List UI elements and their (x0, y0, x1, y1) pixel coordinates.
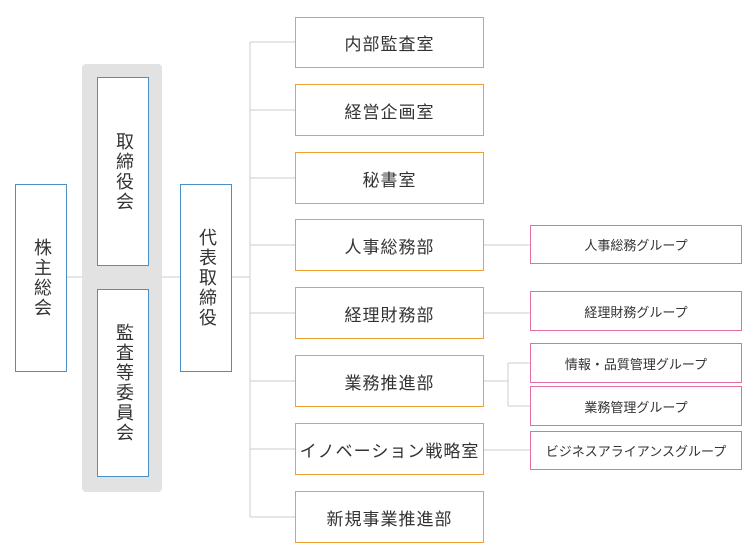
group-business-management: 業務管理グループ (530, 386, 742, 426)
dept-label: 内部監査室 (344, 35, 435, 55)
ceo-label: 代表取締役 (196, 228, 217, 328)
dept-business-promotion: 業務推進部 (295, 355, 484, 407)
audit-committee-label: 監査等委員会 (113, 323, 134, 443)
dept-corporate-planning: 経営企画室 (295, 84, 484, 136)
dept-accounting-finance: 経理財務部 (295, 287, 484, 339)
dept-new-business: 新規事業推進部 (295, 491, 484, 543)
dept-secretariat: 秘書室 (295, 152, 484, 204)
shareholders-label: 株主総会 (31, 238, 52, 318)
dept-label: 人事総務部 (344, 237, 435, 258)
dept-hr-general-affairs: 人事総務部 (295, 219, 484, 271)
dept-innovation-strategy: イノベーション戦略室 (295, 423, 484, 475)
dept-label: 経営企画室 (344, 102, 435, 123)
group-label: ビジネスアライアンスグループ (545, 445, 727, 460)
audit-committee-box: 監査等委員会 (97, 289, 149, 477)
dept-internal-audit: 内部監査室 (295, 17, 484, 68)
group-label: 人事総務グループ (584, 239, 688, 254)
group-business-alliance: ビジネスアライアンスグループ (530, 431, 742, 470)
group-label: 業務管理グループ (584, 400, 688, 416)
group-info-quality: 情報・品質管理グループ (530, 343, 742, 383)
dept-label: 秘書室 (362, 170, 417, 191)
group-label: 情報・品質管理グループ (564, 357, 708, 373)
dept-label: イノベーション戦略室 (299, 441, 480, 462)
board-box: 取締役会 (97, 77, 149, 266)
group-hr-general-affairs: 人事総務グループ (530, 225, 742, 264)
group-accounting-finance: 経理財務グループ (530, 291, 742, 331)
dept-label: 業務推進部 (344, 373, 435, 394)
dept-label: 経理財務部 (344, 305, 435, 326)
group-label: 経理財務グループ (584, 305, 688, 321)
shareholders-box: 株主総会 (15, 184, 67, 372)
board-label: 取締役会 (113, 131, 134, 212)
dept-label: 新規事業推進部 (326, 509, 453, 530)
ceo-box: 代表取締役 (180, 184, 232, 372)
